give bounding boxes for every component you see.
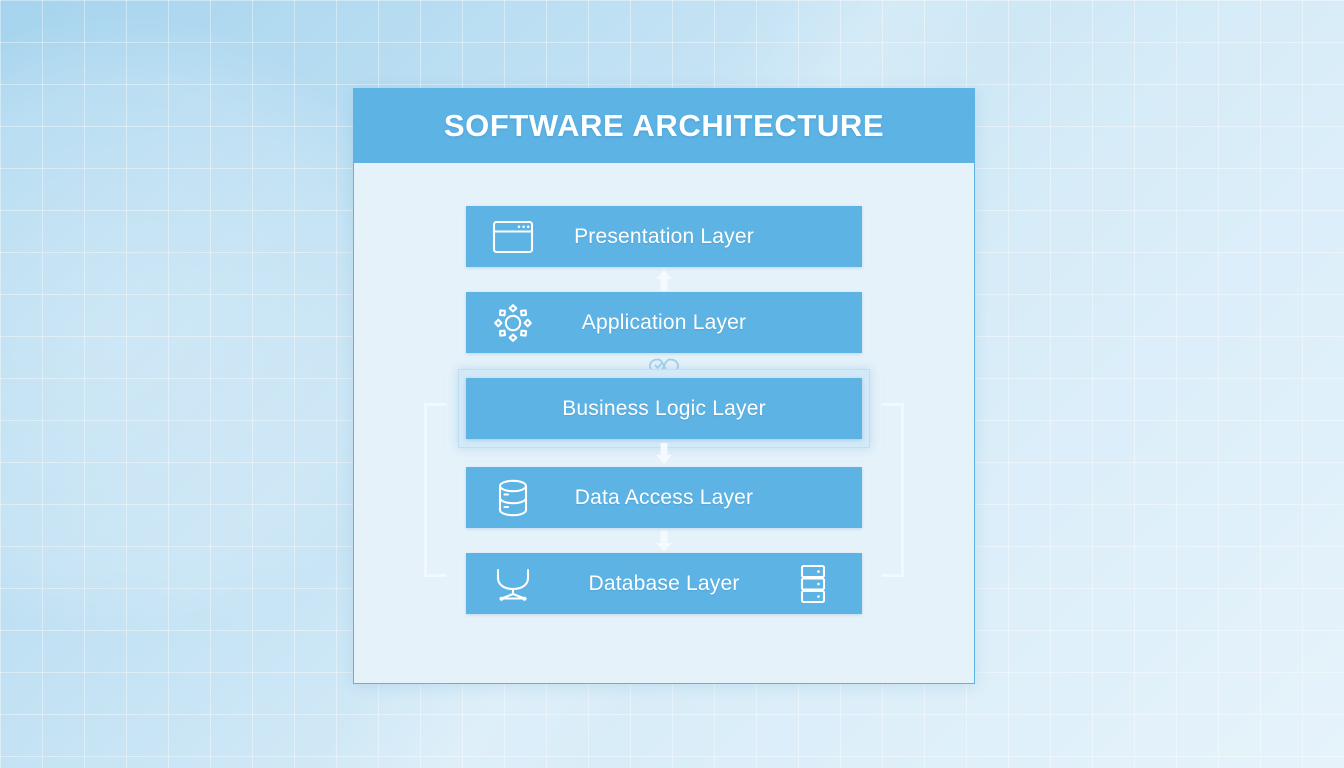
- layer-label: Application Layer: [581, 310, 747, 334]
- layer-database[interactable]: Database Layer: [466, 553, 862, 614]
- layer-label: Business Logic Layer: [562, 396, 766, 420]
- gear-icon: [490, 302, 536, 344]
- arrow-up-icon: [653, 268, 675, 292]
- server-rack-icon: [790, 563, 836, 605]
- connector-data-access-database: [354, 528, 974, 553]
- layer-label: Database Layer: [588, 571, 740, 595]
- arrow-down-icon: [653, 529, 675, 553]
- page-title: SOFTWARE ARCHITECTURE: [443, 108, 885, 143]
- layer-box[interactable]: Business Logic Layer: [466, 378, 862, 439]
- layer-business-logic[interactable]: Business Logic Layer: [458, 369, 870, 448]
- architecture-panel: SOFTWARE ARCHITECTURE: [353, 88, 975, 684]
- browser-window-icon: [490, 216, 536, 258]
- connector-business-data-access: [354, 439, 974, 467]
- arrow-down-icon: [653, 441, 675, 465]
- network-hub-icon: [490, 563, 536, 605]
- layer-box[interactable]: Data Access Layer: [466, 467, 862, 528]
- layer-data-access[interactable]: Data Access Layer: [466, 467, 862, 528]
- layer-label: Data Access Layer: [574, 485, 754, 509]
- layer-box[interactable]: Application Layer: [466, 292, 862, 353]
- panel-header: SOFTWARE ARCHITECTURE: [354, 89, 974, 163]
- connector-presentation-application: [354, 267, 974, 292]
- layer-presentation[interactable]: Presentation Layer: [466, 206, 862, 267]
- layer-box[interactable]: Database Layer: [466, 553, 862, 614]
- layer-label: Presentation Layer: [574, 224, 754, 248]
- database-cylinder-icon: [490, 477, 536, 519]
- layer-stack: Presentation Layer: [354, 163, 974, 685]
- layer-application[interactable]: Application Layer: [466, 292, 862, 353]
- layer-box[interactable]: Presentation Layer: [466, 206, 862, 267]
